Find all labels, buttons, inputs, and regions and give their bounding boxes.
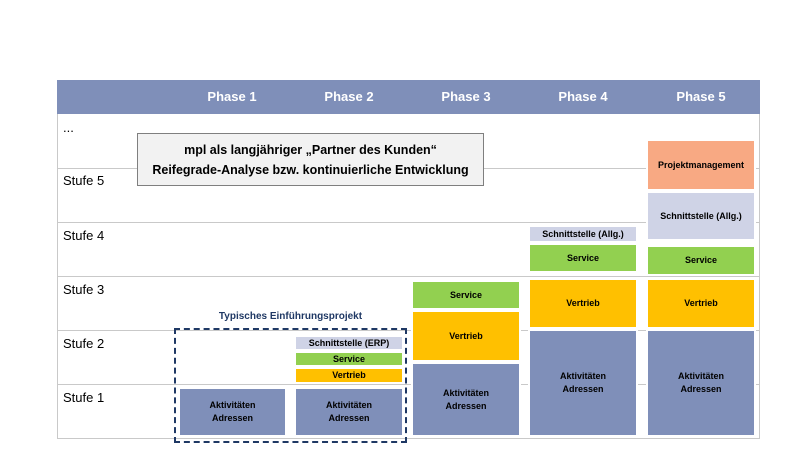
phase5-service-block: Service	[646, 245, 756, 276]
phase3-service-block: Service	[411, 280, 521, 310]
stage-2-label: Stufe 2	[63, 336, 105, 351]
phase1-aktivitaeten-block: Aktivitäten Adressen	[178, 387, 287, 437]
grid-line	[57, 276, 760, 277]
phase-2-label: Phase 2	[324, 89, 374, 104]
callout-line-1: mpl als langjähriger „Partner des Kunden…	[184, 142, 437, 157]
phase-4-label: Phase 4	[558, 89, 608, 104]
stage-1-label: Stufe 1	[63, 390, 105, 405]
phase-1-label: Phase 1	[207, 89, 257, 104]
phase5-aktivitaeten-block: Aktivitäten Adressen	[646, 329, 756, 437]
grid-line	[57, 384, 760, 385]
typical-project-frame	[174, 328, 407, 443]
stage-ellipsis-label: ...	[63, 120, 74, 135]
phase5-vertrieb-block: Vertrieb	[646, 278, 756, 329]
grid-line	[57, 222, 760, 223]
phase5-schnittstelle-allg-block: Schnittstelle (Allg.)	[646, 191, 756, 241]
stage-4-label: Stufe 4	[63, 228, 105, 243]
phase3-aktivitaeten-block: Aktivitäten Adressen	[411, 362, 521, 437]
phase3-vertrieb-block: Vertrieb	[411, 310, 521, 362]
typical-project-label: Typisches Einführungsprojekt	[218, 311, 363, 322]
phase4-service-block: Service	[528, 243, 638, 273]
grid-line	[57, 330, 760, 331]
phase2-schnittstelle-erp-block: Schnittstelle (ERP)	[294, 335, 404, 351]
phase4-schnittstelle-allg-block: Schnittstelle (Allg.)	[528, 225, 638, 243]
phase-3-label: Phase 3	[441, 89, 491, 104]
partner-callout: mpl als langjähriger „Partner des Kunden…	[137, 133, 484, 186]
phase5-projektmanagement-block: Projektmanagement	[646, 139, 756, 191]
phase4-vertrieb-block: Vertrieb	[528, 278, 638, 329]
stage-3-label: Stufe 3	[63, 282, 105, 297]
phase-header-bar	[57, 80, 760, 114]
phase4-aktivitaeten-block: Aktivitäten Adressen	[528, 329, 638, 437]
phase2-service-block: Service	[294, 351, 404, 367]
callout-line-2: Reifegrade-Analyse bzw. kontinuierliche …	[152, 162, 469, 177]
stage-5-label: Stufe 5	[63, 173, 105, 188]
phase2-aktivitaeten-block: Aktivitäten Adressen	[294, 387, 404, 437]
phase-5-label: Phase 5	[676, 89, 726, 104]
phase2-vertrieb-block: Vertrieb	[294, 367, 404, 384]
